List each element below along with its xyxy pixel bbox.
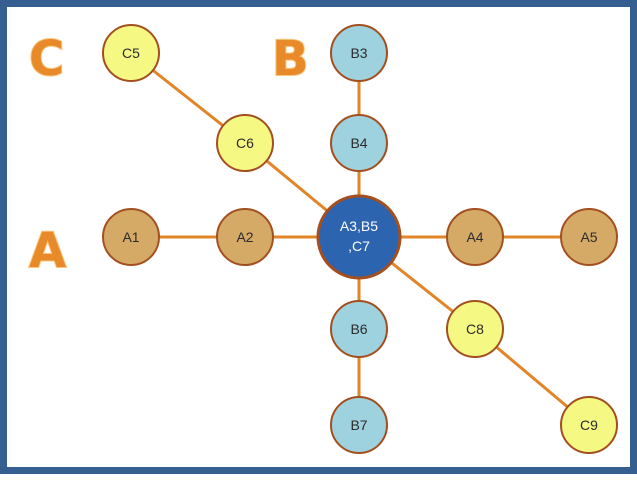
node-a1: A1: [102, 208, 160, 266]
node-a2-label: A2: [236, 229, 253, 245]
node-c5: C5: [102, 24, 160, 82]
diagram-canvas: C B A C5 C6 C8 C9 B3 B4: [28, 24, 618, 454]
node-b3-label: B3: [350, 45, 367, 61]
node-a1-label: A1: [122, 229, 139, 245]
node-b4: B4: [330, 114, 388, 172]
node-c8-label: C8: [466, 321, 484, 337]
node-b6: B6: [330, 300, 388, 358]
group-label-c: C: [29, 31, 64, 87]
node-c6-label: C6: [236, 135, 254, 151]
node-a5-label: A5: [580, 229, 597, 245]
node-b4-label: B4: [350, 135, 367, 151]
node-a4-label: A4: [466, 229, 483, 245]
center-node: A3,B5 ,C7: [316, 194, 402, 280]
node-a4: A4: [446, 208, 504, 266]
group-label-b: B: [272, 31, 309, 87]
node-b3: B3: [330, 24, 388, 82]
node-c5-label: C5: [122, 45, 140, 61]
node-c9-label: C9: [580, 417, 598, 433]
center-node-label-line2: ,C7: [348, 238, 370, 254]
group-label-a: A: [29, 223, 66, 279]
node-c8: C8: [446, 300, 504, 358]
node-b7: B7: [330, 396, 388, 454]
node-b7-label: B7: [350, 417, 367, 433]
node-c9: C9: [560, 396, 618, 454]
node-c6: C6: [216, 114, 274, 172]
node-a2: A2: [216, 208, 274, 266]
center-node-label-line1: A3,B5: [340, 218, 378, 234]
node-b6-label: B6: [350, 321, 367, 337]
node-a5: A5: [560, 208, 618, 266]
